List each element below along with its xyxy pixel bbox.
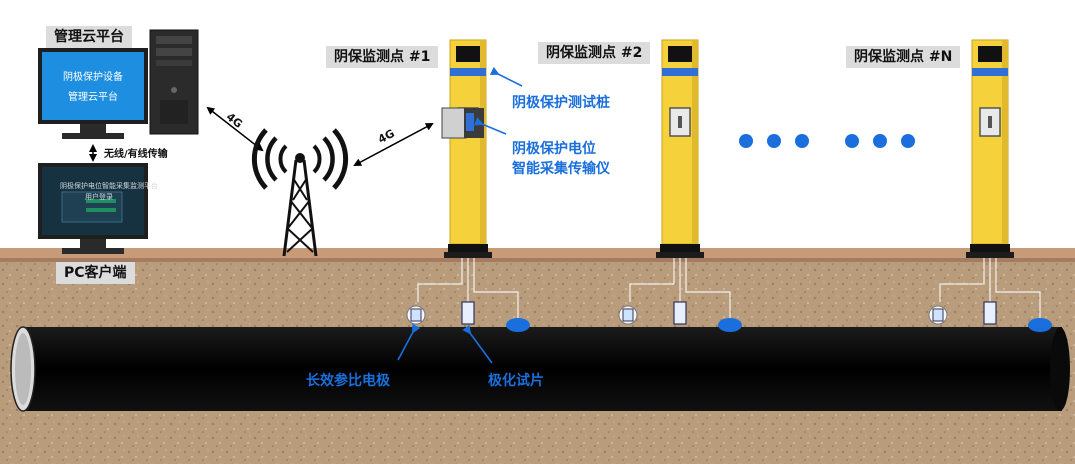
pc-login-title: 用户登录: [85, 193, 113, 201]
pc-client-monitor: [38, 163, 148, 254]
pc-screen-header: 阴极保护电位智能采集监测平台: [60, 182, 158, 190]
cloud-platform-title: 管理云平台: [46, 26, 132, 48]
test-pile-2: [618, 39, 742, 332]
reference-electrode-2: [618, 305, 638, 325]
coupon-callout-arrow: [462, 324, 493, 364]
collector-callout-line2: 智能采集传输仪: [512, 161, 610, 177]
pipe-connection-2: [718, 318, 742, 332]
sensor-cables-2: [629, 258, 731, 318]
station-n-label: 阴保监测点 #N: [846, 46, 961, 68]
pipe-connection-1: [506, 318, 530, 332]
server-tower: [149, 29, 199, 135]
cloud-screen-line2: 管理云平台: [68, 92, 118, 103]
collector-callout-line1: 阴极保护电位: [512, 141, 596, 157]
reference-electrode-callout: 长效参比电极: [306, 373, 390, 389]
sensor-cables-1: [417, 258, 519, 318]
electrode-callout-arrow: [397, 323, 421, 361]
collector-callout-arrow: [473, 117, 507, 135]
reference-electrode-1: [406, 305, 426, 325]
ellipsis-dots: [739, 134, 915, 148]
sensor-cables-3: [939, 258, 1041, 318]
stations-layer: [406, 39, 1052, 332]
station-2-label: 阴保监测点 #2: [538, 42, 651, 64]
potential-collector-device: [441, 107, 484, 139]
reference-electrode-3: [928, 305, 948, 325]
polarization-coupon-3: [983, 301, 997, 325]
cloud-platform-monitor: [38, 48, 148, 139]
test-pile-callout: 阴极保护测试桩: [512, 95, 610, 111]
cloud-screen-line1: 阴极保护设备: [63, 72, 123, 83]
pc-client-title: PC客户端: [56, 262, 135, 284]
pipe-connection-3: [1028, 318, 1052, 332]
station-1-label: 阴保监测点 #1: [326, 46, 439, 68]
server-tower-arrow: [206, 106, 264, 152]
link-label: 无线/有线传输: [104, 149, 168, 160]
test-pile-callout-arrow: [489, 66, 523, 87]
antenna-tower: [251, 128, 349, 257]
polarization-coupon-1: [461, 301, 475, 325]
tower-collector-arrow: [353, 123, 434, 166]
test-pile-3: [928, 39, 1052, 332]
polarization-coupon-2: [673, 301, 687, 325]
test-pile-1: [406, 39, 530, 332]
pipeline: [10, 326, 1070, 412]
coupon-callout: 极化试片: [488, 373, 544, 389]
